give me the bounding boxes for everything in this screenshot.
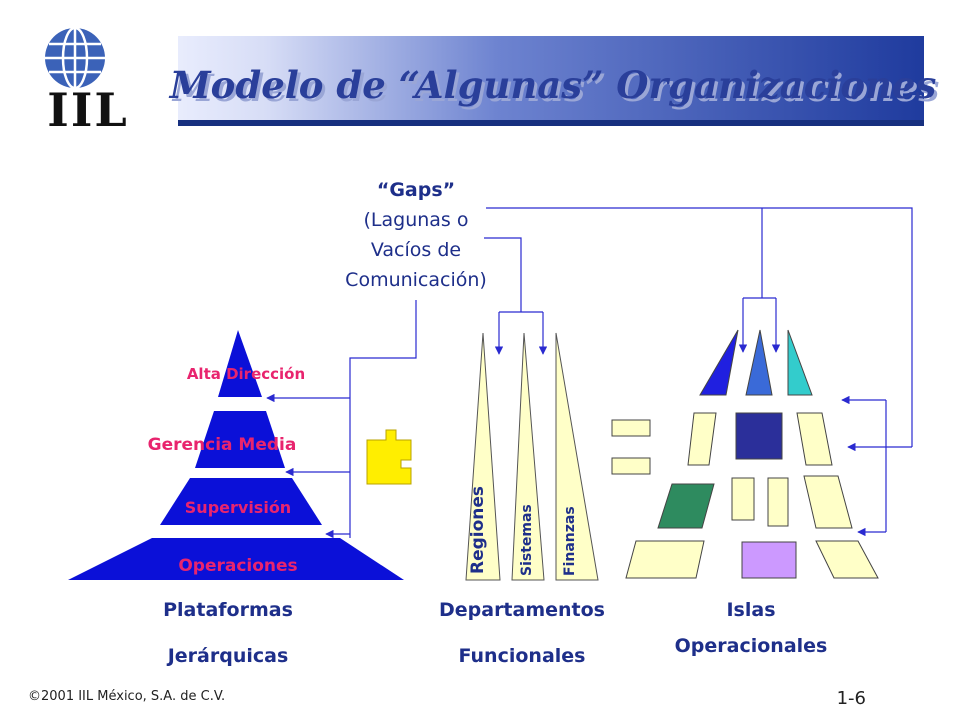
level-label-middle: Gerencia Media xyxy=(148,435,297,455)
caption-hierarchy-line2: Jerárquicas xyxy=(166,645,289,667)
level-label-supervision: Supervisión xyxy=(185,498,291,517)
department-sistemas xyxy=(511,332,545,581)
island-block-narrow-left xyxy=(731,477,755,521)
gap-connector-functional-stem xyxy=(484,237,522,312)
island-block-lilac xyxy=(741,541,797,579)
gap-connector-islands-top xyxy=(486,207,913,447)
page-title: Modelo de “Algunas” Organizaciones xyxy=(168,63,937,107)
logo-text: IIL xyxy=(47,83,128,137)
footer-page-number: 1-6 xyxy=(837,688,866,709)
level-label-operations: Operaciones xyxy=(178,556,297,576)
gaps-title: “Gaps” xyxy=(377,179,455,201)
department-label-sistemas: Sistemas xyxy=(519,504,535,576)
globe-icon xyxy=(45,26,105,90)
pyramid-level-middle xyxy=(195,411,285,468)
operational-islands xyxy=(611,329,879,579)
gap-connector-hierarchy-trunk xyxy=(349,300,417,538)
puzzle-piece-icon xyxy=(366,429,412,485)
pyramid-level-supervision xyxy=(160,478,322,525)
island-block-narrow-right xyxy=(767,477,789,527)
island-triangle-center xyxy=(745,329,773,396)
island-bar-lower xyxy=(611,457,651,475)
page-title-shadow: Modelo de “Algunas” Organizaciones xyxy=(171,66,940,110)
level-label-top: Alta Dirección xyxy=(187,365,305,383)
island-block-right-upper xyxy=(796,412,833,466)
gaps-line-4: Comunicación) xyxy=(345,269,487,291)
caption-islands-line1: Islas xyxy=(726,599,775,621)
caption-hierarchy-line1: Plataformas xyxy=(163,599,293,621)
island-triangle-right xyxy=(787,329,813,396)
island-triangle-left xyxy=(699,329,739,396)
island-block-green xyxy=(657,483,715,529)
island-block-bottom-right xyxy=(815,540,879,579)
pyramid-level-operations xyxy=(68,538,404,580)
caption-functional-line1: Departamentos xyxy=(439,599,605,621)
header-band xyxy=(150,36,924,126)
gap-connectors xyxy=(266,207,913,539)
gaps-line-3: Vacíos de xyxy=(371,239,461,261)
caption-functional-line2: Funcionales xyxy=(459,645,586,667)
gaps-line-2: (Lagunas o xyxy=(364,209,469,231)
header-band-underline xyxy=(150,120,924,126)
gaps-label: “Gaps” (Lagunas o Vacíos de Comunicación… xyxy=(345,179,487,291)
caption-islands-line2: Operacionales xyxy=(675,635,828,657)
island-block-right-middle xyxy=(803,475,853,529)
department-regiones xyxy=(465,332,501,581)
island-block-bottom-left xyxy=(625,540,705,579)
footer-copyright: ©2001 IIL México, S.A. de C.V. xyxy=(28,689,225,704)
pyramid-level-top xyxy=(218,330,262,397)
department-finanzas xyxy=(555,332,599,581)
iil-logo: IIL xyxy=(18,20,178,138)
department-label-regiones: Regiones xyxy=(468,486,488,574)
island-block-navy xyxy=(735,412,783,460)
functional-departments xyxy=(465,332,599,581)
department-label-finanzas: Finanzas xyxy=(562,506,578,576)
island-block-left-upper xyxy=(687,412,717,466)
hierarchy-pyramid xyxy=(68,330,404,580)
island-bar-upper xyxy=(611,419,651,437)
